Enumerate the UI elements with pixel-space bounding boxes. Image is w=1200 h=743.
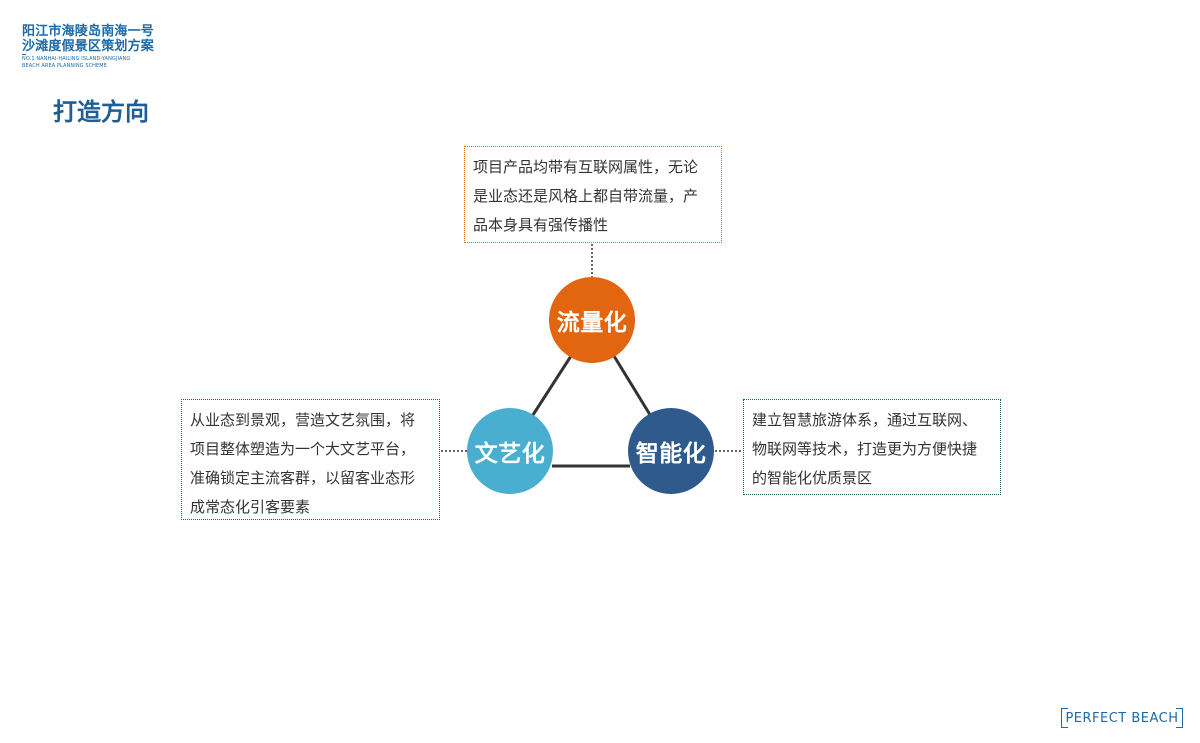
bracket-right-icon — [1176, 708, 1183, 728]
culture-description-line: 准确锁定主流客群，以留客业态形 — [190, 469, 416, 487]
page-title: 打造方向 — [53, 98, 149, 126]
logo-english-line-2: BEACH AREA PLANNING SCHEME — [22, 63, 107, 69]
logo-title-line-2: 沙滩度假景区策划方案 — [22, 39, 155, 54]
brand-label: PERFECT BEACH — [1065, 710, 1179, 726]
bracket-left-icon — [1061, 708, 1068, 728]
traffic-description-line: 项目产品均带有互联网属性，无论 — [473, 158, 699, 176]
logo-english-line-1: NO.1 NANHAI-HAILING ISLAND-YANGJIANG — [22, 56, 131, 62]
node-smart-label: 智能化 — [635, 441, 707, 467]
culture-description-line: 成常态化引客要素 — [190, 498, 311, 516]
logo-title-line-1: 阳江市海陵岛南海一号 — [22, 24, 155, 39]
node-culture: 文艺化 — [467, 408, 553, 494]
logo-divider — [22, 54, 26, 55]
link-traffic-smart — [612, 355, 654, 419]
smart-description-line: 物联网等技术，打造更为方便快捷 — [752, 440, 978, 458]
project-logo: 阳江市海陵岛南海一号 沙滩度假景区策划方案 NO.1 NANHAI-HAILIN… — [22, 24, 154, 70]
culture-description-line: 从业态到景观，营造文艺氛围，将 — [190, 411, 416, 429]
traffic-description-line: 是业态还是风格上都自带流量，产 — [473, 187, 699, 205]
traffic-description-line: 品本身具有强传播性 — [473, 216, 609, 234]
brand-footer: PERFECT BEACH — [1061, 708, 1183, 728]
node-culture-label: 文艺化 — [474, 441, 546, 467]
node-smart: 智能化 — [628, 408, 714, 494]
culture-description-box: 从业态到景观，营造文艺氛围，将 项目整体塑造为一个大文艺平台， 准确锁定主流客群… — [181, 399, 440, 520]
traffic-description-box: 项目产品均带有互联网属性，无论 是业态还是风格上都自带流量，产 品本身具有强传播… — [464, 146, 722, 243]
smart-description-line: 的智能化优质景区 — [752, 469, 873, 487]
smart-description-line: 建立智慧旅游体系，通过互联网、 — [752, 411, 978, 429]
node-traffic-label: 流量化 — [556, 310, 628, 336]
culture-description-line: 项目整体塑造为一个大文艺平台， — [190, 440, 416, 458]
node-traffic: 流量化 — [549, 277, 635, 363]
smart-description-box: 建立智慧旅游体系，通过互联网、 物联网等技术，打造更为方便快捷 的智能化优质景区 — [743, 399, 1001, 495]
link-traffic-culture — [529, 355, 573, 419]
